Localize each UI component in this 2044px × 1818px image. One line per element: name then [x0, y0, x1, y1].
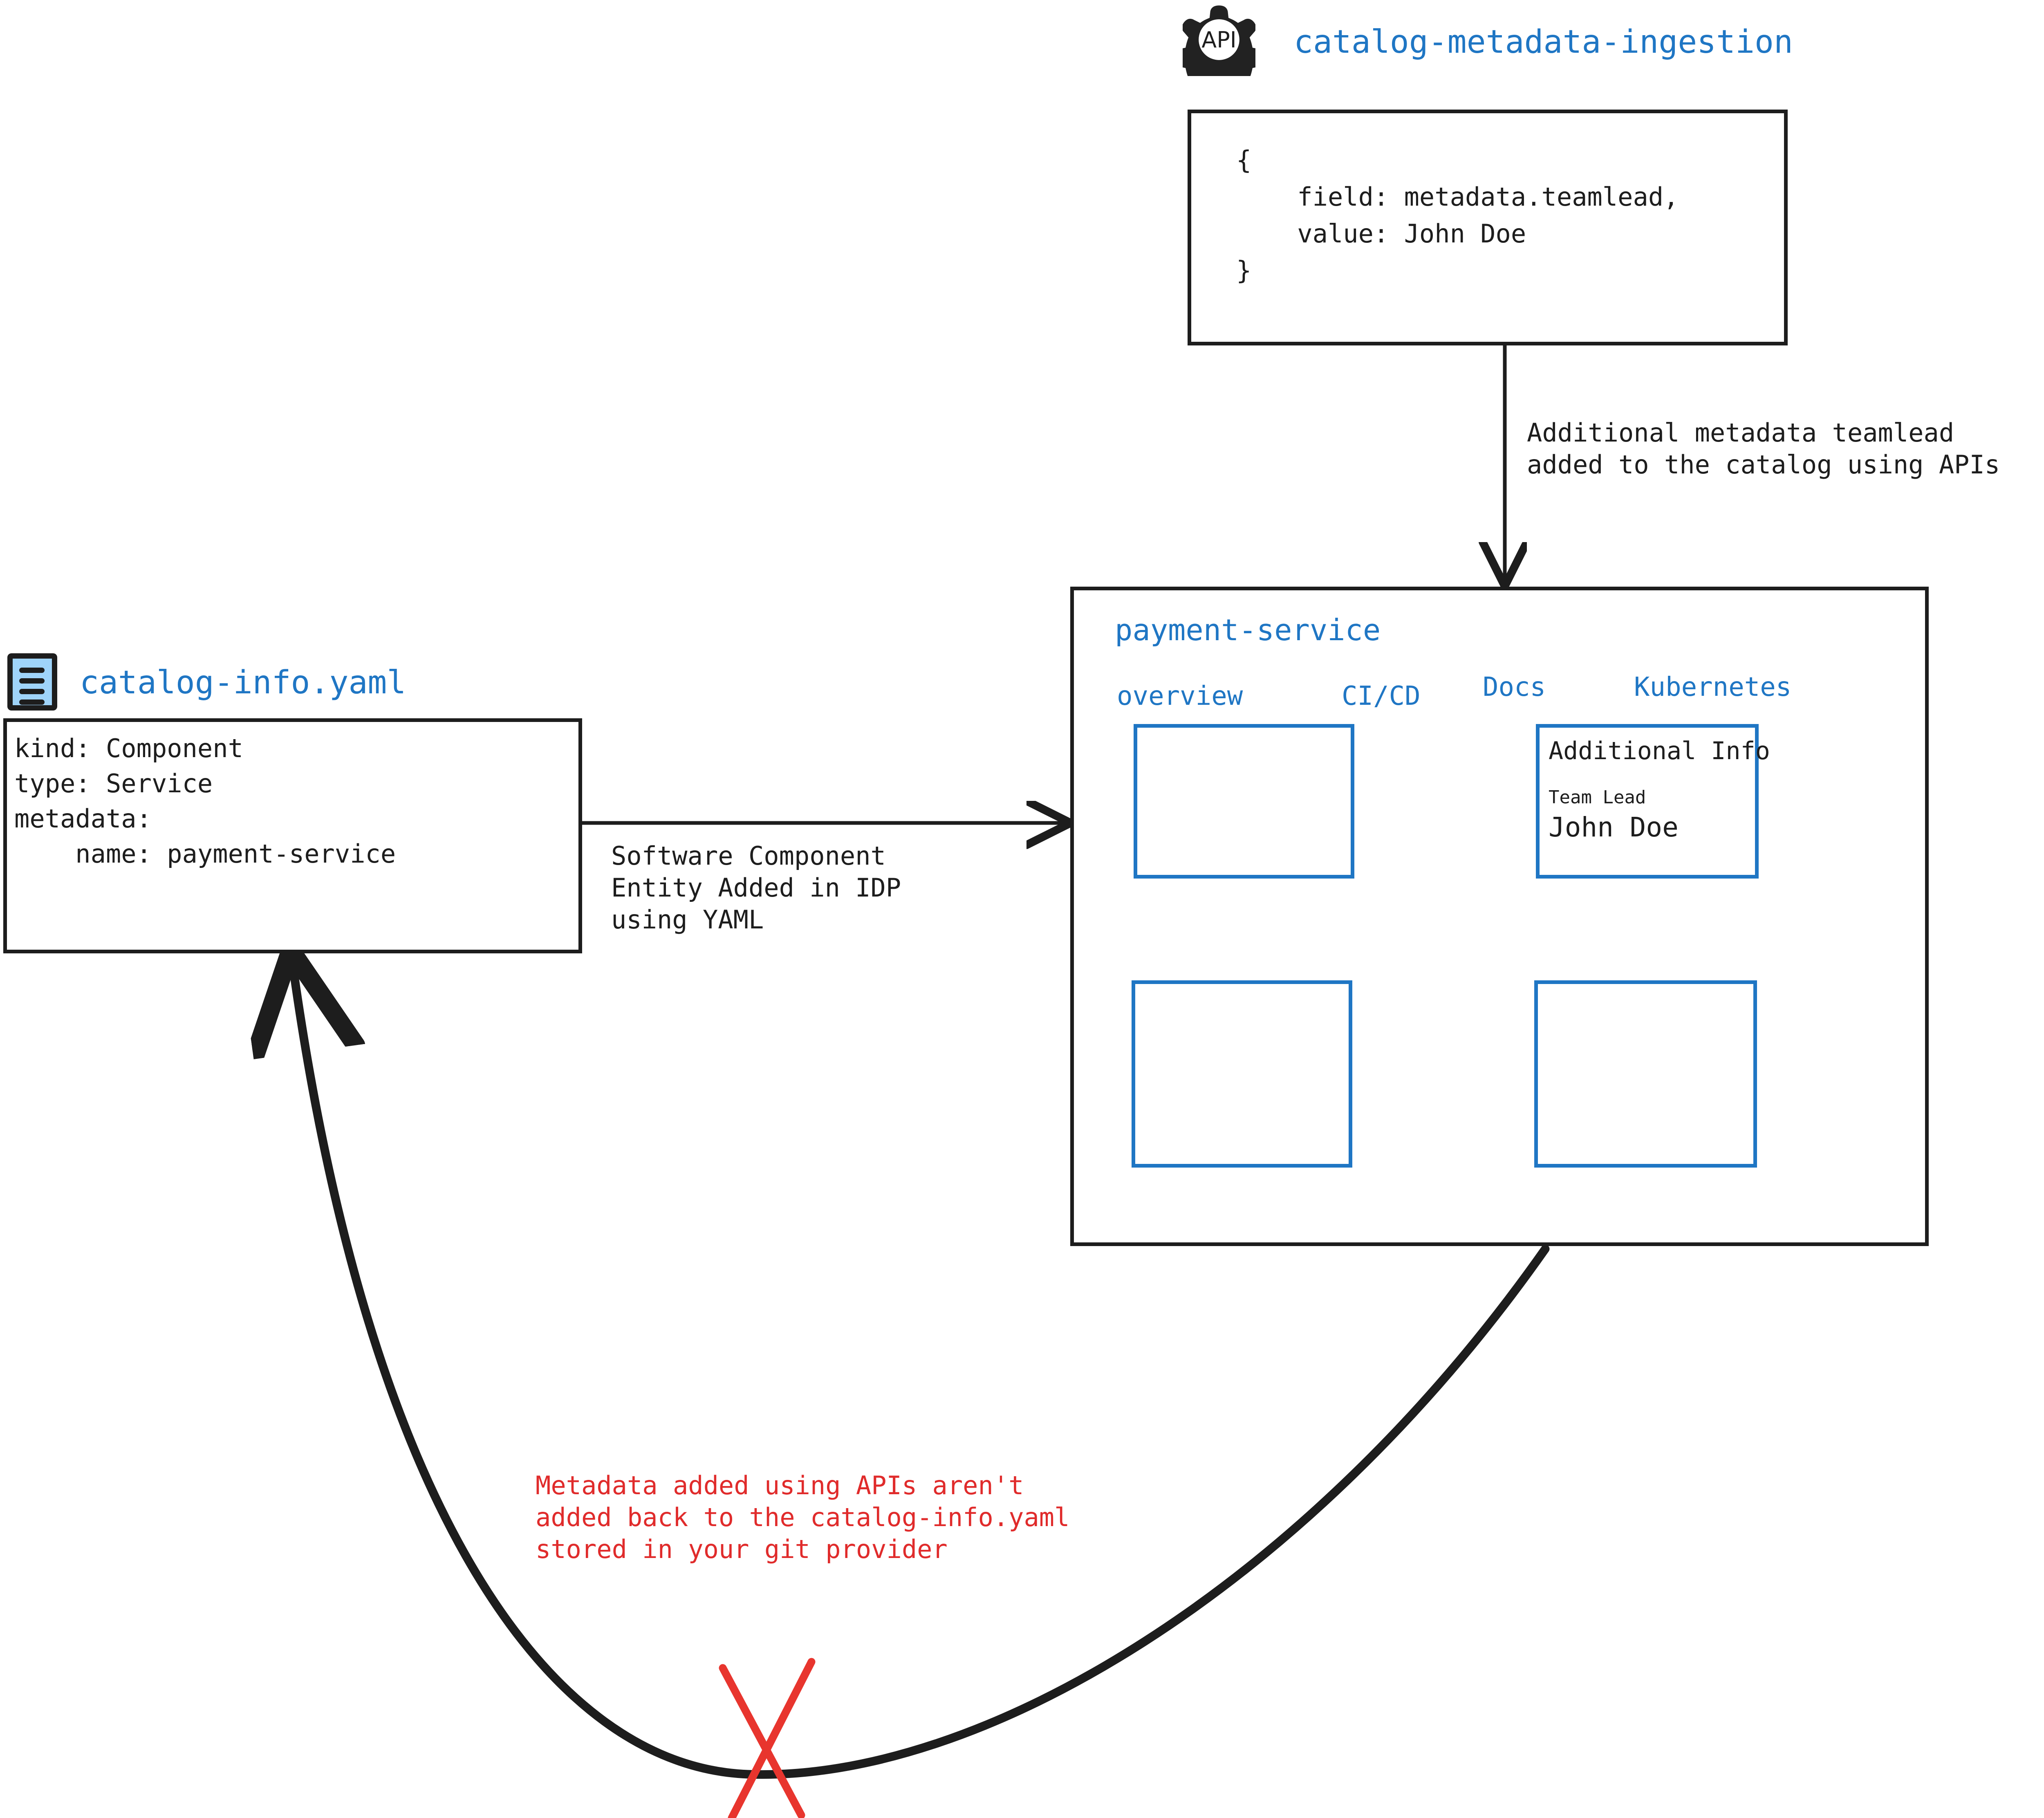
bottom-left-card-fix[interactable]: [1132, 980, 1352, 1168]
api-payload-line-3: }: [1236, 256, 1252, 285]
tab-overview[interactable]: overview: [1117, 681, 1243, 711]
yaml-file-icon: [7, 653, 57, 711]
tab-cicd[interactable]: CI/CD: [1342, 681, 1421, 711]
team-lead-value: John Doe: [1549, 811, 1679, 843]
yaml-line-2: metadata:: [14, 804, 152, 834]
yaml-line-0: kind: Component: [14, 733, 243, 763]
api-payload-box: { field: metadata.teamlead, value: John …: [1188, 110, 1788, 345]
yaml-source-box: kind: Component type: Service metadata: …: [3, 718, 582, 953]
api-payload-line-1: field: metadata.teamlead,: [1236, 182, 1679, 212]
api-payload-line-0: {: [1236, 145, 1252, 175]
panel-title: payment-service: [1115, 613, 1381, 647]
api-payload-line-2: value: John Doe: [1236, 219, 1526, 249]
tab-kubernetes[interactable]: Kubernetes: [1634, 672, 1792, 702]
yaml-line-3: name: payment-service: [14, 839, 396, 869]
api-gear-label: API: [1201, 27, 1237, 53]
additional-info-card[interactable]: Additional Info Team Lead John Doe: [1536, 724, 1770, 879]
bottom-right-card-fix[interactable]: [1534, 980, 1757, 1168]
api-source-title: catalog-metadata-ingestion: [1294, 24, 1793, 61]
edge-label-api-to-catalog: Additional metadata teamlead added to th…: [1527, 418, 2000, 480]
red-x-icon: [719, 1658, 816, 1818]
edge-label-yaml-to-catalog: Software Component Entity Added in IDP u…: [611, 841, 901, 935]
overview-card[interactable]: [1134, 724, 1354, 879]
catalog-entity-panel: payment-service overview CI/CD Docs Kube…: [1070, 587, 1929, 1246]
team-lead-key: Team Lead: [1549, 787, 1646, 808]
edge-label-catalog-back-to-yaml: Metadata added using APIs aren't added b…: [536, 1471, 1070, 1564]
yaml-line-1: type: Service: [14, 769, 213, 798]
api-gear-icon: API: [1173, 3, 1265, 110]
tab-docs[interactable]: Docs: [1483, 672, 1546, 702]
yaml-source-title: catalog-info.yaml: [80, 664, 406, 701]
additional-info-heading: Additional Info: [1549, 737, 1770, 765]
